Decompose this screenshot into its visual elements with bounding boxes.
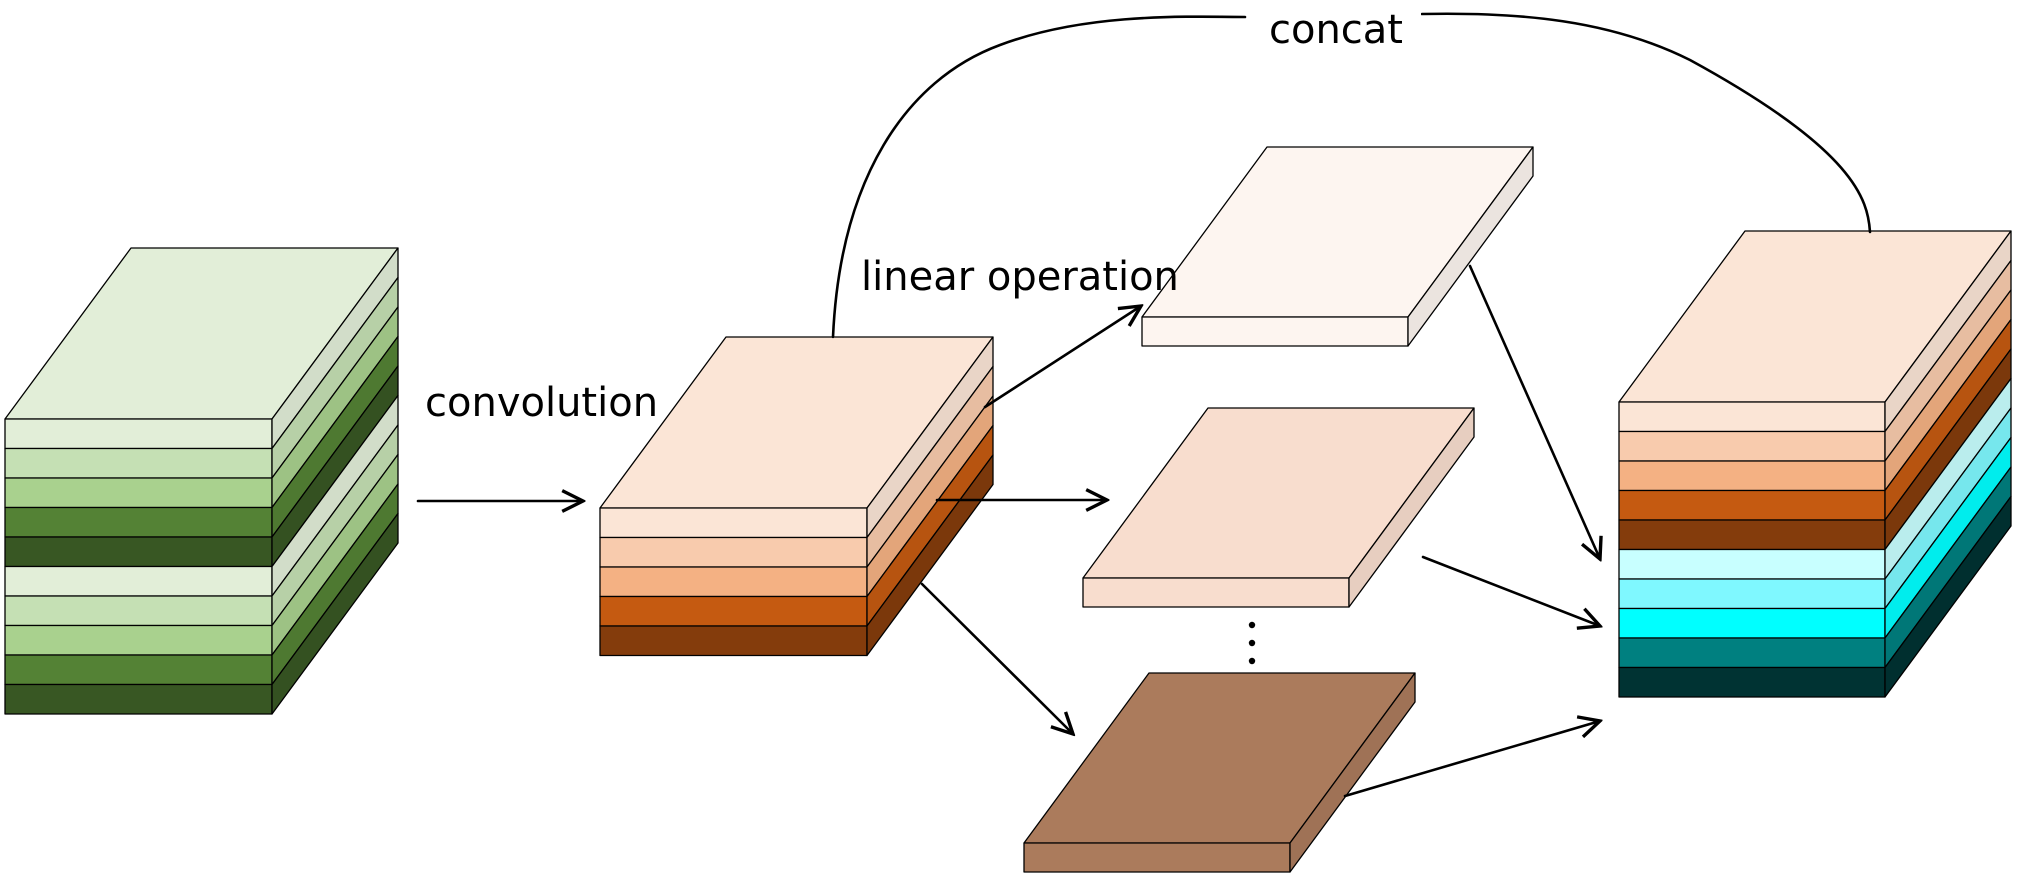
- ghost-n-layer-1-front: [1023, 842, 1291, 873]
- concat-label: concat: [1269, 7, 1403, 53]
- output-arrow-1: [1468, 264, 1600, 559]
- input-layer-10-front: [4, 683, 273, 715]
- ghost-2-layer-1-front: [1082, 577, 1350, 608]
- intrinsic-feature-map-block: [599, 336, 994, 657]
- output-layer-7-front: [1618, 578, 1886, 610]
- ellipsis-dots: [1248, 621, 1256, 665]
- concat-curve-left: [831, 15, 1247, 339]
- intrinsic-layer-4-front: [599, 595, 868, 627]
- intrinsic-layer-5-side: [866, 454, 994, 657]
- input-layer-5-front: [4, 536, 273, 568]
- output-layer-2-front: [1618, 430, 1886, 462]
- intrinsic-layer-1-front: [599, 507, 868, 539]
- input-feature-map-block: [4, 247, 399, 715]
- input-layer-7-front: [4, 595, 273, 627]
- input-layer-3-front: [4, 477, 273, 509]
- output-layer-10-front: [1618, 666, 1886, 698]
- ghost-1-layer-1-front: [1141, 316, 1409, 347]
- linear-op-arrow-n: [920, 582, 1073, 734]
- output-layer-1-front: [1618, 401, 1886, 433]
- output-feature-map-block: [1618, 230, 2012, 698]
- input-layer-10-side: [271, 512, 399, 715]
- input-layer-4-front: [4, 506, 273, 538]
- ghost-feature-map-2: [1082, 407, 1475, 608]
- ghost-feature-map-n: [1023, 672, 1416, 873]
- intrinsic-layer-5-front: [599, 625, 868, 657]
- concat-curve-right: [1420, 12, 1872, 234]
- input-layer-9-front: [4, 654, 273, 686]
- ghost-feature-map-1: [1141, 146, 1534, 347]
- input-layer-1-front: [4, 418, 273, 450]
- output-arrow-n: [1343, 721, 1600, 798]
- input-layer-6-front: [4, 565, 273, 597]
- output-arrow-2: [1421, 555, 1600, 626]
- intrinsic-layer-3-front: [599, 566, 868, 598]
- input-layer-2-front: [4, 447, 273, 479]
- ghost-1-layer-1-side: [1407, 146, 1534, 347]
- output-layer-9-front: [1618, 637, 1886, 669]
- output-layer-3-front: [1618, 460, 1886, 492]
- output-layer-5-front: [1618, 519, 1886, 551]
- ghost-2-layer-1-side: [1348, 407, 1475, 608]
- ghost-n-layer-1-side: [1289, 672, 1416, 873]
- output-layer-8-front: [1618, 607, 1886, 639]
- convolution-label: convolution: [425, 380, 658, 426]
- output-layer-4-front: [1618, 489, 1886, 521]
- linear-op-arrow-1: [983, 306, 1141, 409]
- intrinsic-layer-2-front: [599, 536, 868, 568]
- output-layer-6-front: [1618, 548, 1886, 580]
- output-layer-10-side: [1884, 495, 2012, 698]
- linear-operation-label: linear operation: [861, 254, 1179, 300]
- input-layer-8-front: [4, 624, 273, 656]
